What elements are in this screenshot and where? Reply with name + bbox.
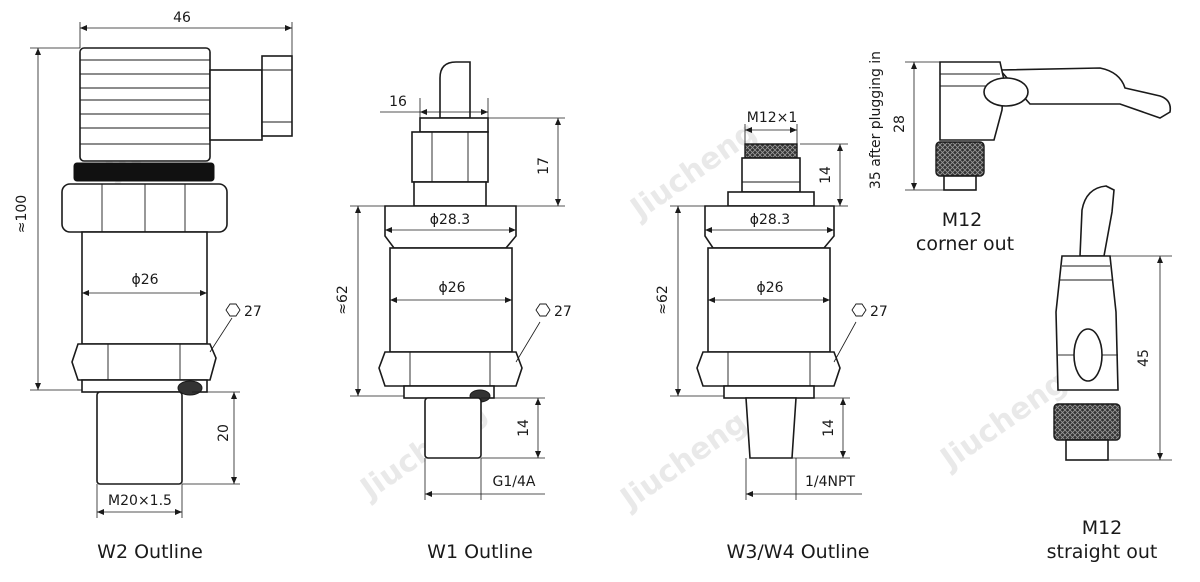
- w3-top-dia-label: ϕ28.3: [750, 212, 790, 228]
- m12-straight-outline: 45 M12 straight out: [1047, 185, 1172, 563]
- w2-body: [81, 231, 208, 345]
- m12-corner-cable: [998, 67, 1172, 119]
- watermark-text: Jiucheng: [933, 365, 1074, 478]
- w1-thread: [424, 397, 482, 459]
- m12-straight-caption-1: M12: [1082, 517, 1123, 539]
- w3-hex: [696, 351, 841, 387]
- m12-corner-latch: [983, 77, 1029, 107]
- watermark-text: Jiucheng: [613, 405, 754, 518]
- w2-gland-nut: [261, 55, 293, 137]
- w3-hex-label: 27: [870, 304, 888, 320]
- m12-corner-height-label: 28: [892, 115, 908, 133]
- m12-corner-note: 35 after plugging in: [868, 51, 884, 189]
- w3-connector-knurl: [744, 143, 798, 159]
- w1-gland-nut: [411, 131, 489, 183]
- w2-cable-gland: [209, 69, 263, 141]
- m12-corner-caption-2: corner out: [916, 233, 1014, 255]
- w3-height-label: ≈62: [655, 285, 671, 315]
- w2-outline: 46 ≈100 ϕ26 27 20 M20×1.5 W2 Outline: [14, 10, 293, 563]
- w1-gland-width-label: 16: [389, 94, 407, 110]
- w3w4-outline: M12×1 14 ϕ28.3 ϕ26 ≈62 27 14 1/4NPT W3/W…: [655, 110, 888, 563]
- m12-corner-knurl: [935, 141, 985, 177]
- w1-gland-base: [413, 181, 487, 207]
- w1-top-dia-label: ϕ28.3: [430, 212, 470, 228]
- w3-base: [723, 385, 815, 399]
- w3-thread-label: 1/4NPT: [805, 474, 855, 490]
- w1-hex-label: 27: [554, 304, 572, 320]
- w1-thread-len-label: 14: [516, 419, 532, 437]
- w3-thread-len-label: 14: [821, 419, 837, 437]
- w2-thread: [96, 391, 183, 485]
- m12-corner-head: [939, 61, 1005, 141]
- w1-caption: W1 Outline: [427, 541, 533, 563]
- w2-thread-label: M20×1.5: [108, 493, 172, 509]
- w1-body-dia-label: ϕ26: [438, 280, 465, 296]
- w1-hex: [378, 351, 523, 387]
- w1-gland-cap: [419, 117, 489, 133]
- m12-straight-latch: [1073, 328, 1103, 382]
- m12-corner-outline: 28 35 after plugging in M12 corner out: [868, 51, 1172, 255]
- m12-straight-knurl: [1053, 403, 1121, 441]
- w1-outline: 16 17 ϕ28.3 ϕ26 ≈62 27 14 G1/4A W1 Outli…: [335, 61, 572, 563]
- w3-connector-collar: [727, 191, 815, 207]
- w1-thread-label: G1/4A: [493, 474, 536, 490]
- w3-body-dia-label: ϕ26: [756, 280, 783, 296]
- w1-cable: [439, 61, 471, 119]
- w2-gasket: [73, 162, 215, 182]
- m12-corner-tip: [943, 175, 977, 191]
- w2-hex-label: 27: [244, 304, 262, 320]
- watermarks: Jiucheng Jiucheng Jiucheng Jiucheng Jiuc…: [98, 75, 1074, 518]
- m12-straight-tip: [1065, 439, 1109, 461]
- w3-thread: [745, 397, 797, 459]
- m12-straight-caption-2: straight out: [1047, 541, 1158, 563]
- w2-ring: [61, 183, 228, 233]
- m12-straight-height-label: 45: [1136, 349, 1152, 367]
- w2-thread-len-label: 20: [216, 424, 232, 442]
- w1-height-label: ≈62: [335, 285, 351, 315]
- m12-corner-caption-1: M12: [942, 209, 983, 231]
- w2-body-dia-label: ϕ26: [131, 272, 158, 288]
- w3-connector-body: [741, 157, 801, 193]
- w2-caption: W2 Outline: [97, 541, 203, 563]
- w2-width-label: 46: [173, 10, 191, 26]
- w3-connector-label: M12×1: [747, 110, 798, 126]
- w3w4-caption: W3/W4 Outline: [727, 541, 870, 563]
- w3-connector-height-label: 14: [818, 166, 834, 184]
- w2-height-label: ≈100: [14, 195, 30, 233]
- w2-oring: [177, 380, 203, 396]
- w2-hex: [71, 343, 217, 381]
- m12-straight-cable: [1079, 185, 1115, 257]
- w1-gland-height-label: 17: [536, 157, 552, 175]
